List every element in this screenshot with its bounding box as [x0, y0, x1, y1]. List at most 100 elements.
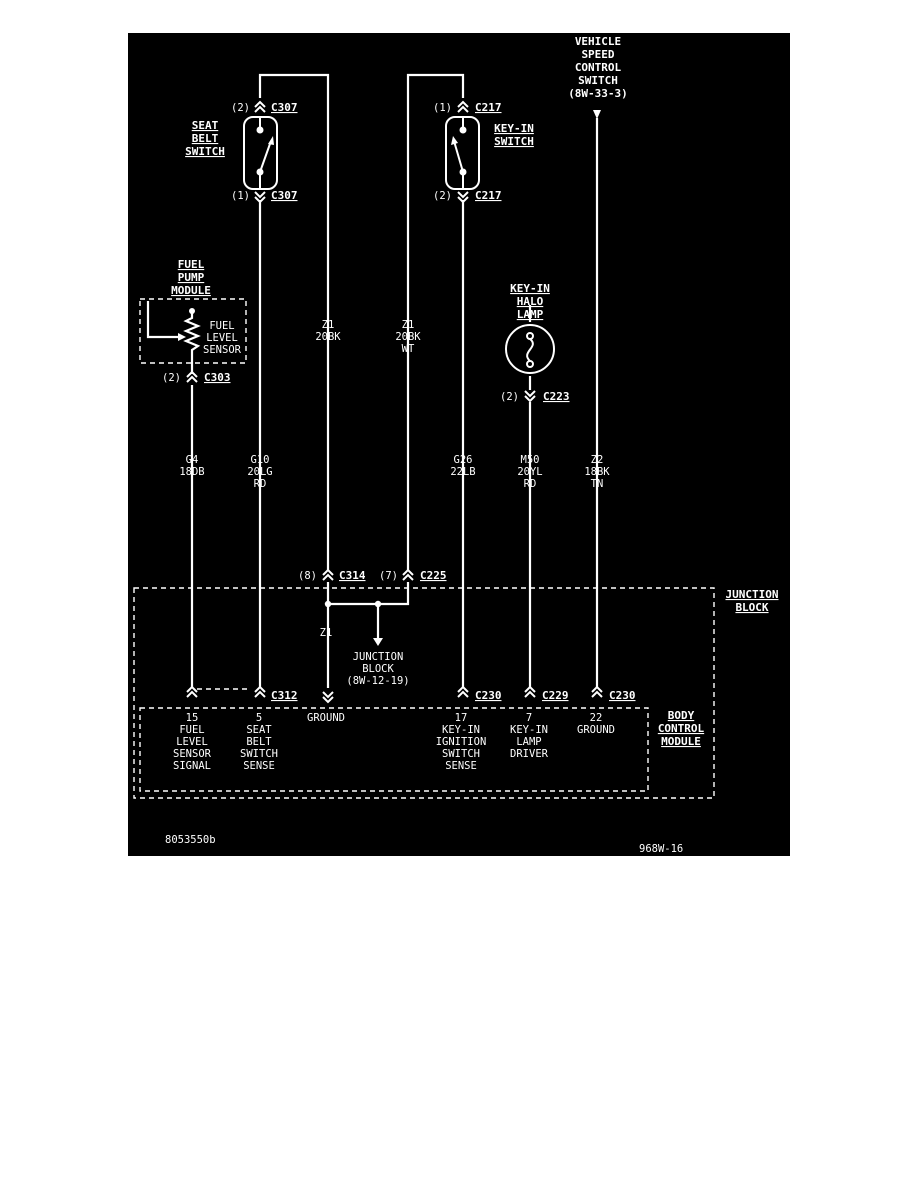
wire-z2-2: 18BK	[584, 466, 610, 478]
figure-code: 8053550b	[165, 834, 216, 846]
c307-bot-name: C307	[271, 189, 298, 202]
c230-b-name: C230	[609, 689, 636, 702]
wire-m50-3: RD	[524, 478, 537, 490]
bcm-pin-15-2: FUEL	[179, 724, 204, 736]
seat-belt-switch-label-3: SWITCH	[185, 145, 225, 158]
c225-pin: (7)	[379, 570, 398, 582]
c307-top-pin: (2)	[231, 102, 250, 114]
wire-z1-left-1: Z1	[322, 319, 335, 331]
bcm-ground-left: GROUND	[307, 712, 345, 724]
bcm-pin-5-3: BELT	[246, 736, 272, 748]
c217-top-name: C217	[475, 101, 502, 114]
page-ref: 968W-16	[639, 843, 683, 855]
bcm-pin-5-2: SEAT	[246, 724, 272, 736]
c225-name: C225	[420, 569, 447, 582]
vehicle-speed-arrow	[593, 110, 601, 119]
c230-a-name: C230	[475, 689, 502, 702]
fuel-level-sensor-label-1: FUEL	[209, 320, 234, 332]
wire-z2-1: Z2	[591, 454, 604, 466]
diagram-panel	[128, 33, 790, 856]
fuel-pump-module-label-1: FUEL	[178, 258, 205, 271]
c307-bot-pin: (1)	[231, 190, 250, 202]
c303-pin: (2)	[162, 372, 181, 384]
wire-g10-2: 20LG	[247, 466, 272, 478]
c217-bot-name: C217	[475, 189, 502, 202]
fuel-pump-module-label-2: PUMP	[178, 271, 205, 284]
wire-g4-1: G4	[186, 454, 199, 466]
c217-top-pin: (1)	[433, 102, 452, 114]
wire-z1-right-3: WT	[402, 343, 415, 355]
halo-lamp-label-1: KEY-IN	[510, 282, 550, 295]
c312-name: C312	[271, 689, 298, 702]
bcm-pin-15-5: SIGNAL	[173, 760, 211, 772]
wire-z2-3: TN	[591, 478, 604, 490]
fuel-level-sensor-label-3: SENSOR	[203, 344, 242, 356]
wire-g4-2: 18DB	[179, 466, 204, 478]
wire-g10-1: G10	[251, 454, 270, 466]
wire-z1-jb: Z1	[320, 627, 333, 639]
bcm-label-3: MODULE	[661, 735, 701, 748]
halo-lamp-label-3: LAMP	[517, 308, 544, 321]
c314-name: C314	[339, 569, 366, 582]
wire-z1-left-2: 20BK	[315, 331, 341, 343]
bcm-pin-17-1: 17	[455, 712, 468, 724]
c314-pin: (8)	[298, 570, 317, 582]
wire-z1-right-2: 20BK	[395, 331, 421, 343]
wire-g26-2: 22LB	[450, 466, 475, 478]
bcm-pin-17-3: IGNITION	[436, 736, 487, 748]
wire-m50-2: 20YL	[517, 466, 542, 478]
c229-name: C229	[542, 689, 569, 702]
fuel-level-sensor-label-2: LEVEL	[206, 332, 238, 344]
junction-block-title-2: BLOCK	[735, 601, 768, 614]
junction-block-box	[133, 587, 715, 799]
bcm-pin-17-4: SWITCH	[442, 748, 480, 760]
wire-traces	[190, 73, 599, 688]
bcm-pin-7-3: LAMP	[516, 736, 541, 748]
bcm-pin-5-5: SENSE	[243, 760, 275, 772]
key-in-switch-label-2: SWITCH	[494, 135, 534, 148]
bcm-pin-15-3: LEVEL	[176, 736, 208, 748]
bcm-pin-7-4: DRIVER	[510, 748, 549, 760]
bcm-pin-22-2: GROUND	[577, 724, 615, 736]
body-control-module-box	[139, 707, 649, 792]
c217-bot-pin: (2)	[433, 190, 452, 202]
c307-top-name: C307	[271, 101, 298, 114]
seat-belt-switch-label-2: BELT	[192, 132, 219, 145]
key-in-switch-label-1: KEY-IN	[494, 122, 534, 135]
key-in-switch-symbol	[445, 116, 480, 190]
wire-g26-1: G26	[454, 454, 473, 466]
bcm-pin-15-4: SENSOR	[173, 748, 212, 760]
junction-block-ref-1: JUNCTION	[353, 651, 404, 663]
wire-g10-3: RD	[254, 478, 267, 490]
bcm-label-2: CONTROL	[658, 722, 705, 735]
c223-name: C223	[543, 390, 570, 403]
bcm-pin-5-1: 5	[256, 712, 262, 724]
bcm-pin-5-4: SWITCH	[240, 748, 278, 760]
junction-block-title-1: JUNCTION	[726, 588, 779, 601]
bcm-pin-22-1: 22	[590, 712, 603, 724]
seat-belt-switch-label-1: SEAT	[192, 119, 219, 132]
c303-name: C303	[204, 371, 231, 384]
halo-lamp-label-2: HALO	[517, 295, 544, 308]
fuel-pump-module-box	[139, 298, 247, 374]
junction-block-ref-3: (8W-12-19)	[346, 675, 409, 687]
bcm-pin-15-1: 15	[186, 712, 199, 724]
